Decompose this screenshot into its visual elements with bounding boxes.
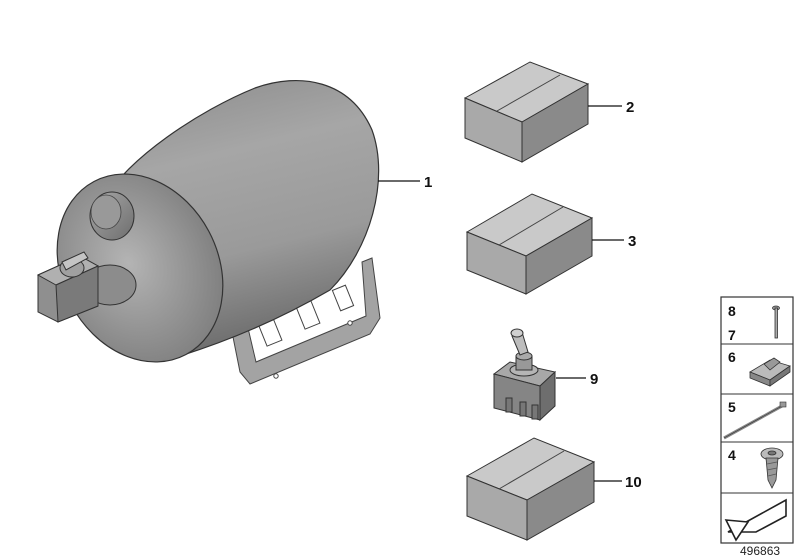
tank-plug [89,191,135,241]
box-part-10 [465,437,596,541]
screw-icon [760,447,784,489]
box-part-2 [463,61,590,163]
direction-arrow-icon [724,498,787,542]
legend-num-8: 8 [728,303,736,319]
tank-cylinder [36,79,381,385]
legend-num-6: 6 [728,349,736,365]
parts-legend: 8 7 6 5 4 [720,296,794,544]
box-part-3 [465,193,594,295]
legend-num-7: 7 [728,327,736,343]
rivet-pin-icon [772,305,780,339]
callout-10: 10 [625,474,642,491]
tank-valve [36,251,137,323]
diagram-id: 496863 [740,544,780,558]
callout-1: 1 [424,174,432,191]
callout-2: 2 [626,99,634,116]
callout-9: 9 [590,371,598,388]
toggle-switch [492,328,557,422]
legend-num-5: 5 [728,399,736,415]
legend-num-4: 4 [728,447,736,463]
callout-3: 3 [628,233,636,250]
clip-icon [749,357,791,387]
cable-tie-icon [723,401,787,440]
mounting-bracket [231,257,381,385]
